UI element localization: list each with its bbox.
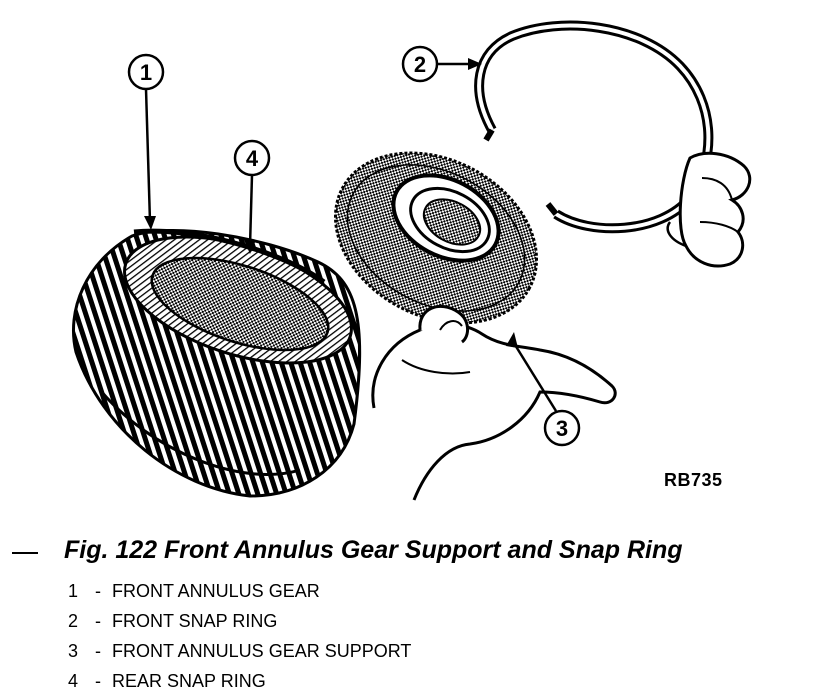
front-annulus-gear-support [333,151,539,325]
callout-2: 2 [401,45,482,83]
figure-reference-code: RB735 [664,470,723,490]
legend-separator: - [95,611,101,631]
legend-item: 1-FRONT ANNULUS GEAR [68,576,411,606]
legend-number: 1 [68,581,79,601]
legend-number: 4 [68,671,79,691]
figure-caption: Fig. 122 Front Annulus Gear Support and … [64,536,683,564]
callout-4: 4 [233,139,271,254]
legend-item: 4-REAR SNAP RING [68,666,411,696]
legend-label: FRONT SNAP RING [112,611,278,631]
legend-label: FRONT ANNULUS GEAR [112,581,320,601]
legend-label: REAR SNAP RING [112,671,266,691]
legend-number: 3 [68,641,79,661]
margin-dash [12,552,38,554]
legend-separator: - [95,671,101,691]
front-snap-ring [474,20,714,234]
ring-hand [666,151,752,268]
svg-text:3: 3 [556,416,568,441]
svg-text:1: 1 [140,60,152,85]
legend-separator: - [95,641,101,661]
parts-legend: 1-FRONT ANNULUS GEAR 2-FRONT SNAP RING 3… [68,576,411,696]
callout-1: 1 [127,53,165,230]
holding-hand [371,304,617,501]
svg-text:2: 2 [414,52,426,77]
legend-item: 3-FRONT ANNULUS GEAR SUPPORT [68,636,411,666]
front-annulus-gear [72,228,362,498]
legend-item: 2-FRONT SNAP RING [68,606,411,636]
legend-number: 2 [68,611,79,631]
svg-text:4: 4 [246,146,259,171]
parts-illustration: 1 2 3 4 [72,20,752,501]
legend-separator: - [95,581,101,601]
legend-label: FRONT ANNULUS GEAR SUPPORT [112,641,412,661]
rear-snap-ring [133,228,326,285]
callout-3: 3 [506,332,581,447]
